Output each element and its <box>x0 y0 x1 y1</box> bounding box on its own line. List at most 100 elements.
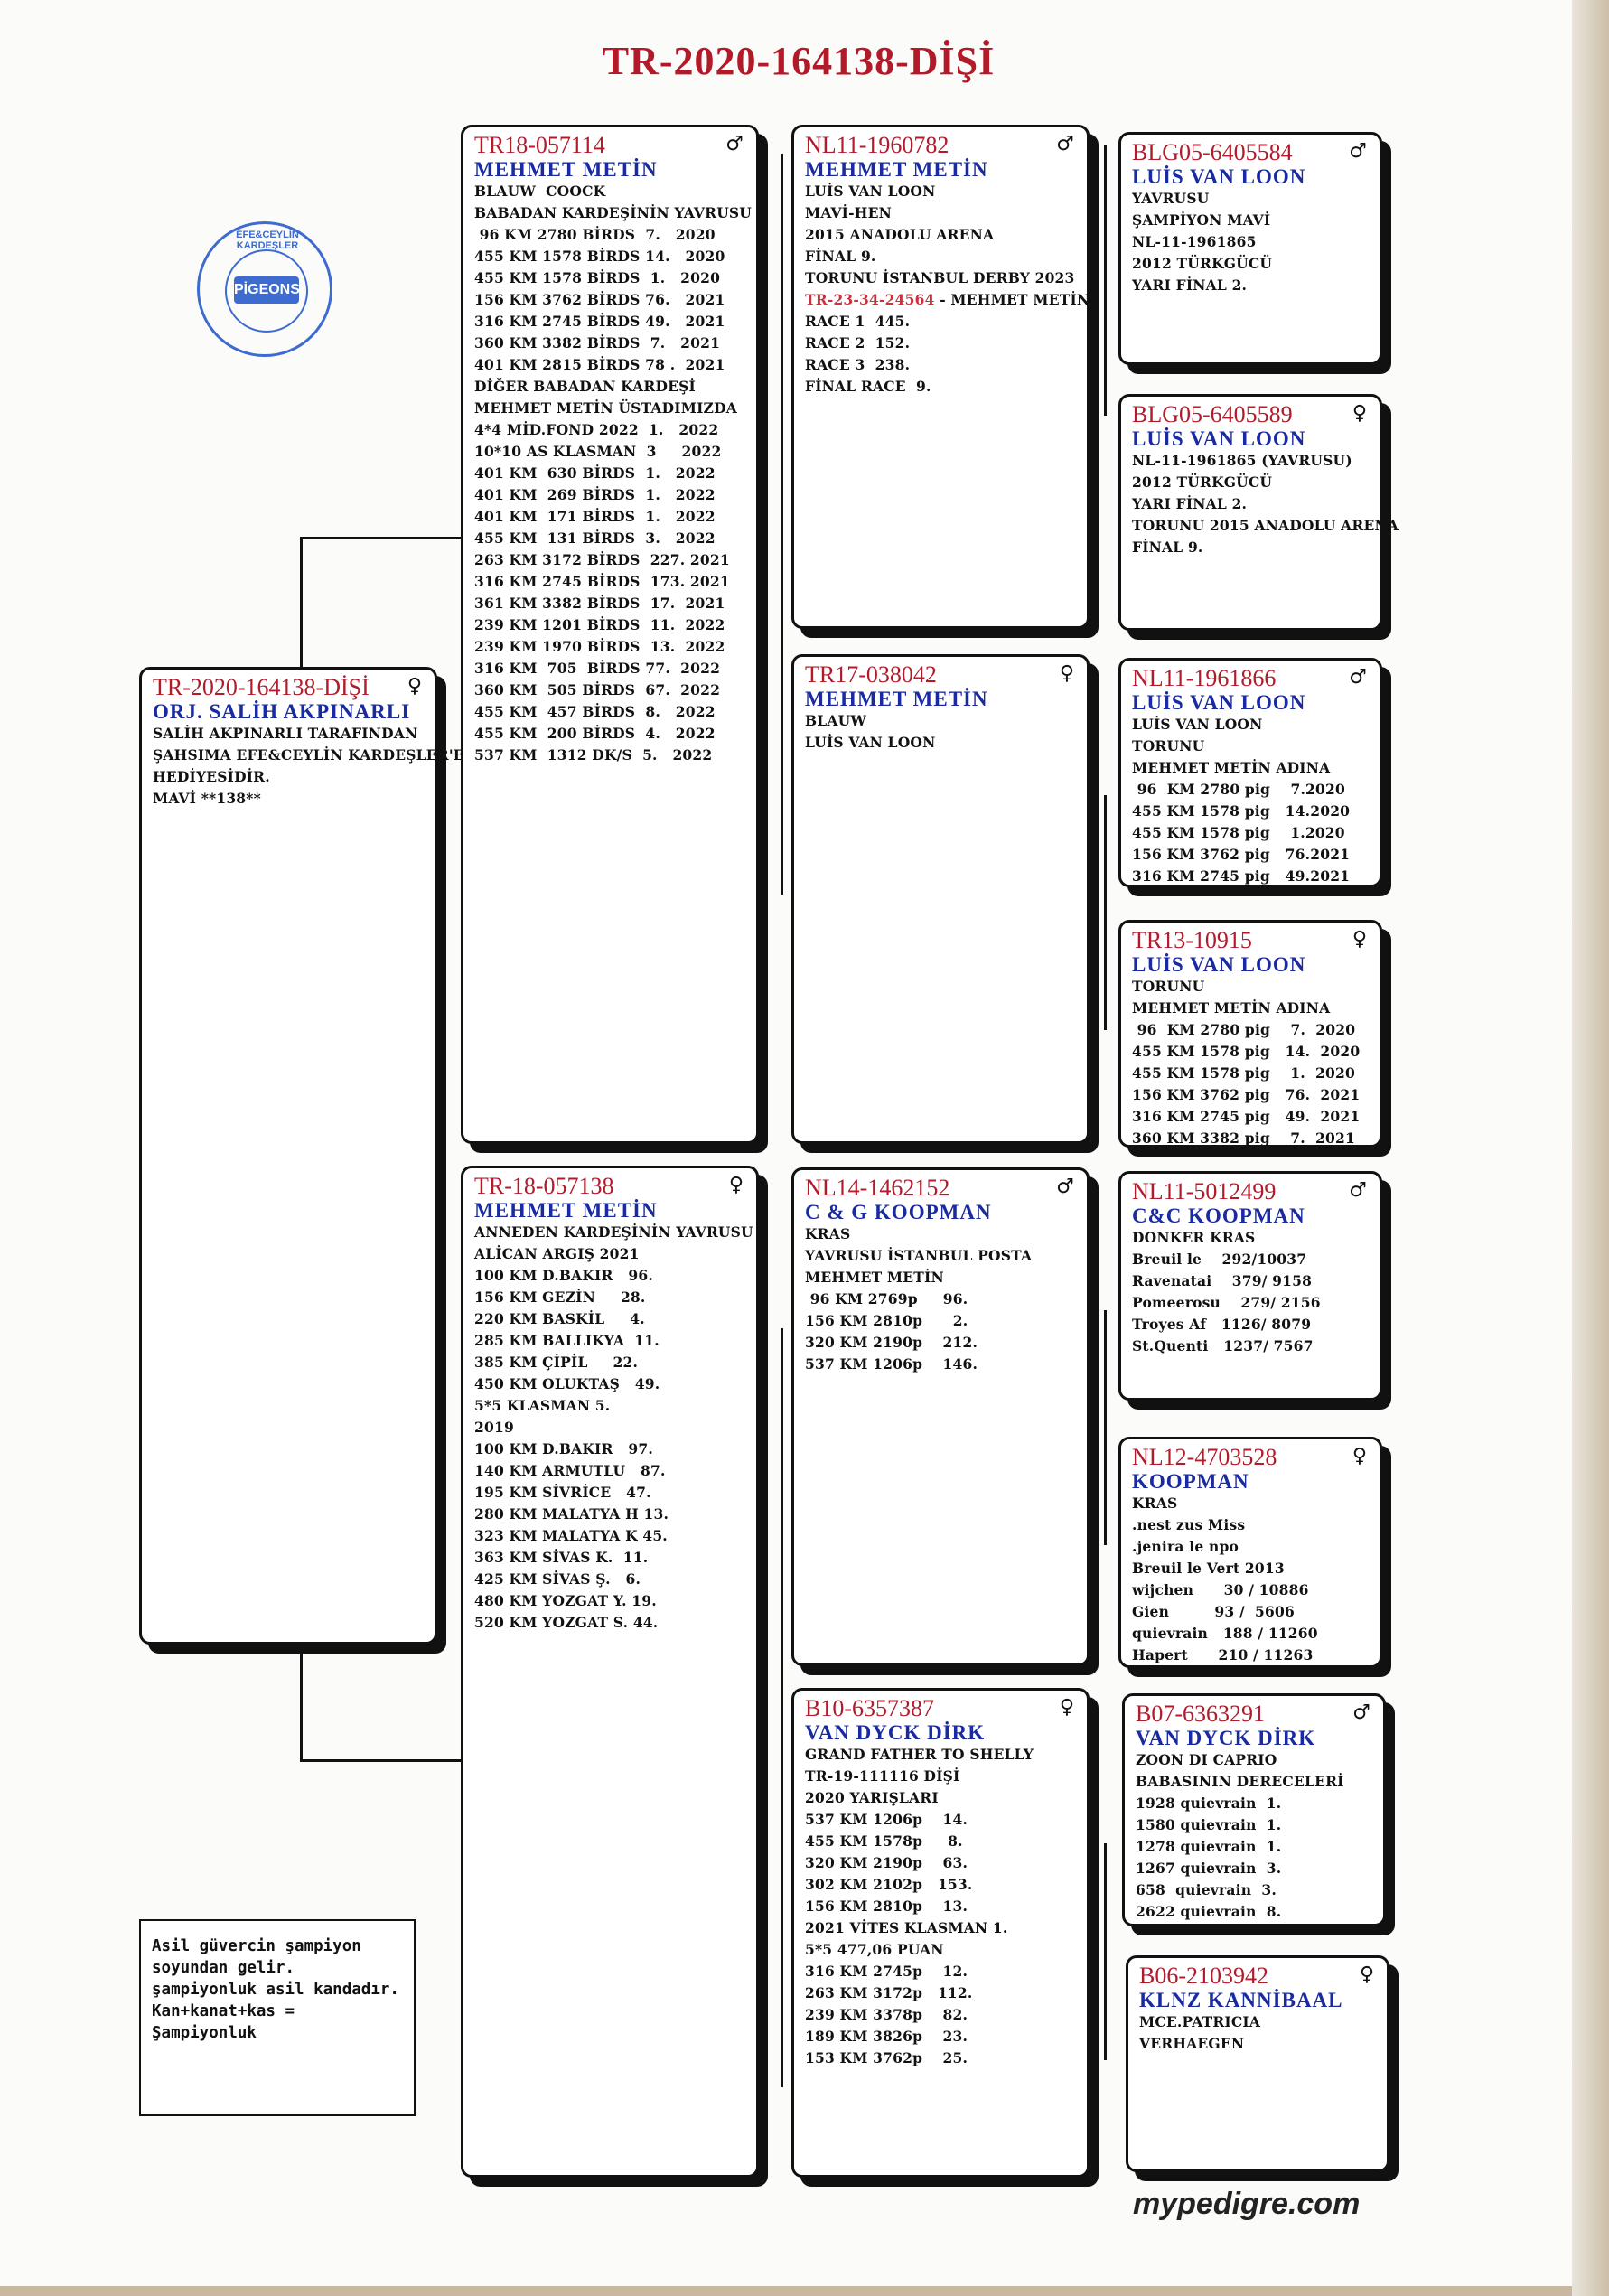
info-line: 156 KM 2810p 13. <box>805 1898 968 1915</box>
info-line: 96 KM 2780 pig 7. 2020 <box>1132 1021 1356 1038</box>
info-line: Ravenatai 379/ 9158 <box>1132 1272 1313 1289</box>
dds-card[interactable]: B07-6363291 ♂ VAN DYCK DİRK ZOON DI CAPR… <box>1122 1693 1386 1926</box>
ring-number: BLG05-6405589 <box>1132 401 1293 427</box>
info-line: 302 KM 2102p 153. <box>805 1876 973 1893</box>
info-line: ŞAHSIMA EFE&CEYLİN KARDEŞLER'E <box>153 746 464 764</box>
ddd-card[interactable]: B06-2103942 ♀ KLNZ KANNİBAAL MCE.PATRICI… <box>1126 1955 1389 2172</box>
note-line: soyundan gelir. <box>152 1959 295 1977</box>
dsd-card[interactable]: NL12-4703528 ♀ KOOPMAN KRAS .nest zus Mi… <box>1118 1437 1382 1668</box>
sds-card[interactable]: NL11-1961866 ♂ LUİS VAN LOON LUİS VAN LO… <box>1118 658 1382 887</box>
sire-card[interactable]: TR18-057114 ♂ MEHMET METİN BLAUW COOCK B… <box>461 125 759 1144</box>
info-line: 363 KM SİVAS K. 11. <box>474 1549 649 1566</box>
info-line: YARI FİNAL 2. <box>1132 276 1248 294</box>
grandchild-ring: TR-23-34-24564 <box>805 291 935 308</box>
sss-card[interactable]: BLG05-6405584 ♂ LUİS VAN LOON YAVRUSU ŞA… <box>1118 132 1382 365</box>
info-line: 316 KM 2745 BİRDS 49. 2021 <box>474 313 725 330</box>
info-line: 316 KM 2745p 12. <box>805 1963 968 1980</box>
ring-number: BLG05-6405584 <box>1132 139 1293 165</box>
breeder-name: MEHMET METİN <box>474 1199 658 1222</box>
info-line: 1928 quievrain 1. <box>1136 1795 1282 1812</box>
breeder-name: LUİS VAN LOON <box>1132 691 1306 714</box>
info-line: .nest zus Miss <box>1132 1516 1246 1533</box>
info-line: 320 KM 2190p 63. <box>805 1854 968 1871</box>
info-line: 156 KM GEZİN 28. <box>474 1289 646 1306</box>
info-line: BLAUW <box>805 712 866 729</box>
info-line: Breuil le 292/10037 <box>1132 1251 1307 1268</box>
subject-card[interactable]: TR-2020-164138-DİŞİ ♀ ORJ. SALİH AKPINAR… <box>139 667 464 1645</box>
info-line: 100 KM D.BAKIR 96. <box>474 1267 653 1284</box>
info-line: 316 KM 2745 BİRDS 173. 2021 <box>474 573 730 590</box>
info-line: TORUNU <box>1132 737 1205 754</box>
info-line: 360 KM 3382 pig 7. 2021 <box>1132 1129 1355 1147</box>
dam-card[interactable]: TR-18-057138 ♀ MEHMET METİN ANNEDEN KARD… <box>461 1166 759 2178</box>
ring-number: NL11-1960782 <box>805 132 949 158</box>
info-line: 239 KM 3378p 82. <box>805 2006 968 2023</box>
info-line: KRAS <box>805 1225 851 1242</box>
female-icon: ♀ <box>1059 662 1074 685</box>
info-line: 195 KM SİVRİCE 47. <box>474 1484 651 1501</box>
male-icon: ♂ <box>1349 666 1367 689</box>
connector <box>1104 1843 1107 2060</box>
info-line: 401 KM 171 BİRDS 1. 2022 <box>474 508 716 525</box>
info-line: 401 KM 630 BİRDS 1. 2022 <box>474 464 716 482</box>
info-line: BABADAN KARDEŞİNİN YAVRUSU <box>474 204 753 221</box>
info-line: 455 KM 457 BİRDS 8. 2022 <box>474 703 716 720</box>
dam-sire-card[interactable]: NL14-1462152 ♂ C & G KOOPMAN KRAS YAVRUS… <box>791 1167 1090 1666</box>
info-line: Pomeerosu 279/ 2156 <box>1132 1294 1321 1311</box>
info-line: BABASININ DERECELERİ <box>1136 1773 1344 1790</box>
info-line: 385 KM ÇİPİL 22. <box>474 1354 639 1371</box>
info-line: 537 KM 1312 DK/S 5. 2022 <box>474 746 713 764</box>
info-line: TORUNU 2015 ANADOLU ARENA <box>1132 517 1399 534</box>
info-line: 520 KM YOZGAT S. 44. <box>474 1614 659 1631</box>
female-icon: ♀ <box>1059 1696 1074 1719</box>
info-line: 401 KM 269 BİRDS 1. 2022 <box>474 486 716 503</box>
dam-dam-card[interactable]: B10-6357387 ♀ VAN DYCK DİRK GRAND FATHER… <box>791 1688 1090 2178</box>
info-line: 1267 quievrain 3. <box>1136 1860 1282 1877</box>
info-line: St.Quenti 1237/ 7567 <box>1132 1337 1314 1354</box>
info-line: 450 KM OLUKTAŞ 49. <box>474 1375 660 1392</box>
info-line: 360 KM 3382 BİRDS 7. 2021 <box>474 334 721 351</box>
breeder-name: MEHMET METİN <box>474 158 658 181</box>
info-line: FİNAL RACE 9. <box>805 378 931 395</box>
info-line: 263 KM 3172p 112. <box>805 1984 973 2001</box>
info-line: RACE 3 238. <box>805 356 911 373</box>
info-line: Troyes Af 1126/ 8079 <box>1132 1316 1312 1333</box>
info-line: 96 KM 2780 BİRDS 7. 2020 <box>474 226 716 243</box>
info-line: 5*5 477,06 PUAN <box>805 1941 944 1958</box>
info-line: MEHMET METİN ÜSTADIMIZDA <box>474 399 737 417</box>
info-line: 316 KM 2745 pig 49.2021 <box>1132 867 1351 885</box>
female-icon: ♀ <box>1352 1445 1367 1467</box>
ring-number: TR-2020-164138-DİŞİ <box>153 674 370 700</box>
info-line: 455 KM 1578 pig 14. 2020 <box>1132 1043 1361 1060</box>
info-line: 156 KM 3762 pig 76. 2021 <box>1132 1086 1361 1103</box>
info-line: 360 KM 505 BİRDS 67. 2022 <box>474 681 721 698</box>
sdd-card[interactable]: TR13-10915 ♀ LUİS VAN LOON TORUNU MEHMET… <box>1118 920 1382 1148</box>
info-line: 2015 ANADOLU ARENA <box>805 226 995 243</box>
info-line: 4*4 MİD.FOND 2022 1. 2022 <box>474 421 719 438</box>
ssd-card[interactable]: BLG05-6405589 ♀ LUİS VAN LOON NL-11-1961… <box>1118 394 1399 631</box>
sire-dam-card[interactable]: TR17-038042 ♀ MEHMET METİN BLAUW LUİS VA… <box>791 654 1090 1144</box>
info-line: DONKER KRAS <box>1132 1229 1256 1246</box>
info-line: YAVRUSU <box>1132 190 1210 207</box>
male-icon: ♂ <box>725 133 744 155</box>
sire-sire-card[interactable]: NL11-1960782 ♂ MEHMET METİN LUİS VAN LOO… <box>791 125 1090 629</box>
footer-brand[interactable]: mypedigre.com <box>1133 2187 1361 2221</box>
info-line: 2622 quievrain 8. <box>1136 1903 1282 1920</box>
info-line: LUİS VAN LOON <box>805 183 936 200</box>
ring-number: NL11-1961866 <box>1132 665 1277 691</box>
info-line: TORUNU <box>1132 978 1205 995</box>
male-icon: ♂ <box>1352 1701 1370 1724</box>
info-line: 320 KM 2190p 212. <box>805 1334 978 1351</box>
dss-card[interactable]: NL11-5012499 ♂ C&C KOOPMAN DONKER KRAS B… <box>1118 1171 1382 1401</box>
connector <box>781 154 783 895</box>
breeder-name: LUİS VAN LOON <box>1132 953 1306 976</box>
female-icon: ♀ <box>1352 402 1367 425</box>
info-line: 5*5 KLASMAN 5. <box>474 1397 611 1414</box>
info-line: 96 KM 2769p 96. <box>805 1290 968 1307</box>
note-line: Asil güvercin şampiyon <box>152 1937 361 1955</box>
info-line: wijchen 30 / 10886 <box>1132 1581 1309 1598</box>
breeder-name: KLNZ KANNİBAAL <box>1139 1989 1343 2011</box>
info-line: ŞAMPİYON MAVİ <box>1132 211 1271 229</box>
info-line: MEHMET METİN ADINA <box>1132 759 1331 776</box>
info-line: 455 KM 1578 BİRDS 14. 2020 <box>474 248 725 265</box>
